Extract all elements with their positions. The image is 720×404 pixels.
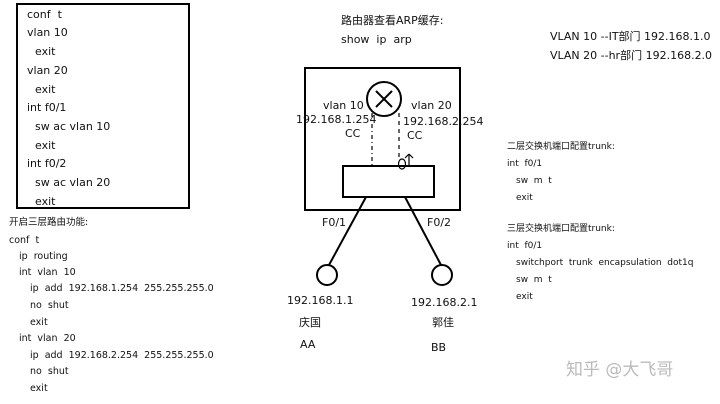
host-bb-icon — [431, 264, 453, 286]
vlan20-ip: 192.168.2.254 — [403, 115, 484, 128]
l3-line: ip add 192.168.2.254 255.255.255.0 — [30, 350, 214, 361]
config-line: conf t — [27, 8, 62, 21]
l3-line: exit — [30, 383, 48, 394]
l3-line: int vlan 20 — [19, 333, 76, 344]
l2-trunk-line: sw m t — [516, 176, 552, 186]
config-line: exit — [35, 83, 56, 96]
l3-line: conf t — [9, 235, 40, 246]
vlan-info-line: VLAN 10 --IT部门 192.168.1.0 — [550, 30, 711, 43]
l3-line: no shut — [30, 366, 69, 377]
l3-line: no shut — [30, 300, 69, 311]
config-line: vlan 20 — [27, 64, 68, 77]
l3-trunk-line: switchport trunk encapsulation dot1q — [516, 258, 694, 268]
config-line: exit — [35, 195, 56, 208]
vlan10-ip: 192.168.1.254 — [296, 113, 377, 126]
host-bb-mac: BB — [431, 341, 447, 354]
config-line: vlan 10 — [27, 26, 68, 39]
vlan10-mac: CC — [345, 127, 361, 140]
l3-trunk-line: int f0/1 — [507, 241, 543, 251]
config-line: exit — [35, 45, 56, 58]
host-bb-ip: 192.168.2.1 — [411, 296, 478, 309]
port-f0-1-label: F0/1 — [322, 216, 347, 229]
l3-line: exit — [30, 317, 48, 328]
l3-line: ip add 192.168.1.254 255.255.255.0 — [30, 283, 214, 294]
l3-trunk-title: 三层交换机端口配置trunk: — [507, 224, 615, 234]
vlan-info-line: VLAN 20 --hr部门 192.168.2.0 — [550, 49, 713, 62]
l3-line: int vlan 10 — [19, 267, 76, 278]
l2-trunk-line: int f0/1 — [507, 159, 543, 169]
router-icon — [366, 81, 402, 117]
l3-trunk-line: sw m t — [516, 275, 552, 285]
vlan20-label: vlan 20 — [411, 99, 452, 112]
l2-trunk-title: 二层交换机端口配置trunk: — [507, 142, 615, 152]
arrow-annotation-icon — [397, 153, 414, 170]
router-arp-title: 路由器查看ARP缓存: — [341, 14, 444, 27]
watermark: 知乎 @大飞哥 — [566, 360, 674, 380]
config-line: exit — [35, 139, 56, 152]
config-line: int f0/1 — [27, 101, 67, 114]
l3-line: ip routing — [19, 251, 68, 262]
link-f0-1 — [328, 196, 367, 266]
l2-trunk-line: exit — [516, 193, 533, 203]
link-f0-2 — [404, 196, 442, 266]
layer3-switch-frame — [304, 67, 461, 211]
host-aa-ip: 192.168.1.1 — [287, 294, 354, 307]
vlan10-label: vlan 10 — [323, 99, 364, 112]
config-line: sw ac vlan 20 — [35, 176, 111, 189]
config-line: int f0/2 — [27, 157, 67, 170]
l3-routing-title: 开启三层路由功能: — [9, 217, 89, 228]
host-aa-icon — [316, 264, 338, 286]
l3-trunk-line: exit — [516, 292, 533, 302]
host-aa-name: 庆国 — [299, 316, 321, 329]
port-f0-2-label: F0/2 — [427, 216, 452, 229]
vlan20-mac: CC — [407, 129, 423, 142]
config-line: sw ac vlan 10 — [35, 120, 111, 133]
router-arp-command: show ip arp — [341, 33, 412, 46]
layer2-switch — [342, 165, 435, 198]
host-aa-mac: AA — [300, 338, 316, 351]
host-bb-name: 郭佳 — [432, 316, 454, 329]
vlan-config-box — [16, 3, 190, 209]
